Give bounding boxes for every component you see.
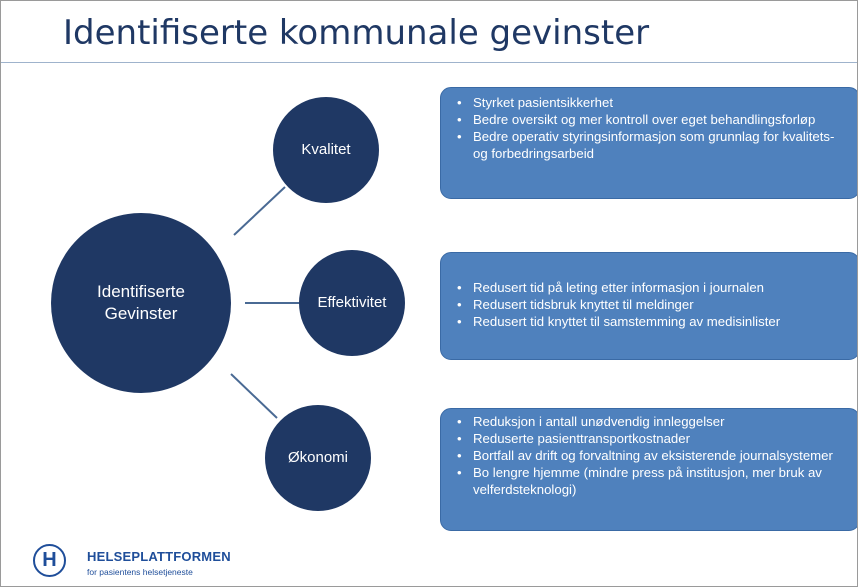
box-kvalitet: Styrket pasientsikkerhet Bedre oversikt … xyxy=(440,87,857,199)
box-okonomi: Reduksjon i antall unødvendig innleggels… xyxy=(440,408,857,531)
title-divider xyxy=(1,62,857,63)
kvalitet-list: Styrket pasientsikkerhet Bedre oversikt … xyxy=(457,94,849,162)
list-item: Reduserte pasienttransportkostnader xyxy=(457,430,849,447)
connector-kvalitet xyxy=(233,186,286,236)
list-item: Redusert tidsbruk knyttet til meldinger xyxy=(457,296,849,313)
box-effektivitet: Redusert tid på leting etter informasjon… xyxy=(440,252,857,360)
list-item: Bedre oversikt og mer kontroll over eget… xyxy=(457,111,849,128)
node-effektivitet: Effektivitet xyxy=(299,250,405,356)
node-okonomi: Økonomi xyxy=(265,405,371,511)
center-node-label: Identifiserte Gevinster xyxy=(97,281,185,323)
logo-tagline: for pasientens helsetjeneste xyxy=(87,567,193,577)
list-item: Bedre operativ styringsinformasjon som g… xyxy=(457,128,849,162)
node-kvalitet: Kvalitet xyxy=(273,97,379,203)
center-node: Identifiserte Gevinster xyxy=(51,213,231,393)
logo-mark-icon: H xyxy=(33,544,66,577)
node-effektivitet-label: Effektivitet xyxy=(317,294,387,312)
okonomi-list: Reduksjon i antall unødvendig innleggels… xyxy=(457,413,849,498)
node-kvalitet-label: Kvalitet xyxy=(301,141,351,159)
list-item: Bortfall av drift og forvaltning av eksi… xyxy=(457,447,849,464)
list-item: Redusert tid knyttet til samstemming av … xyxy=(457,313,849,330)
effektivitet-list: Redusert tid på leting etter informasjon… xyxy=(457,279,849,330)
list-item: Bo lengre hjemme (mindre press på instit… xyxy=(457,464,849,498)
list-item: Reduksjon i antall unødvendig innleggels… xyxy=(457,413,849,430)
list-item: Styrket pasientsikkerhet xyxy=(457,94,849,111)
page-title: Identifiserte kommunale gevinster xyxy=(63,13,650,53)
list-item: Redusert tid på leting etter informasjon… xyxy=(457,279,849,296)
node-okonomi-label: Økonomi xyxy=(287,449,349,467)
logo-name: HELSEPLATTFORMEN xyxy=(87,549,231,564)
connector-okonomi xyxy=(230,373,278,419)
